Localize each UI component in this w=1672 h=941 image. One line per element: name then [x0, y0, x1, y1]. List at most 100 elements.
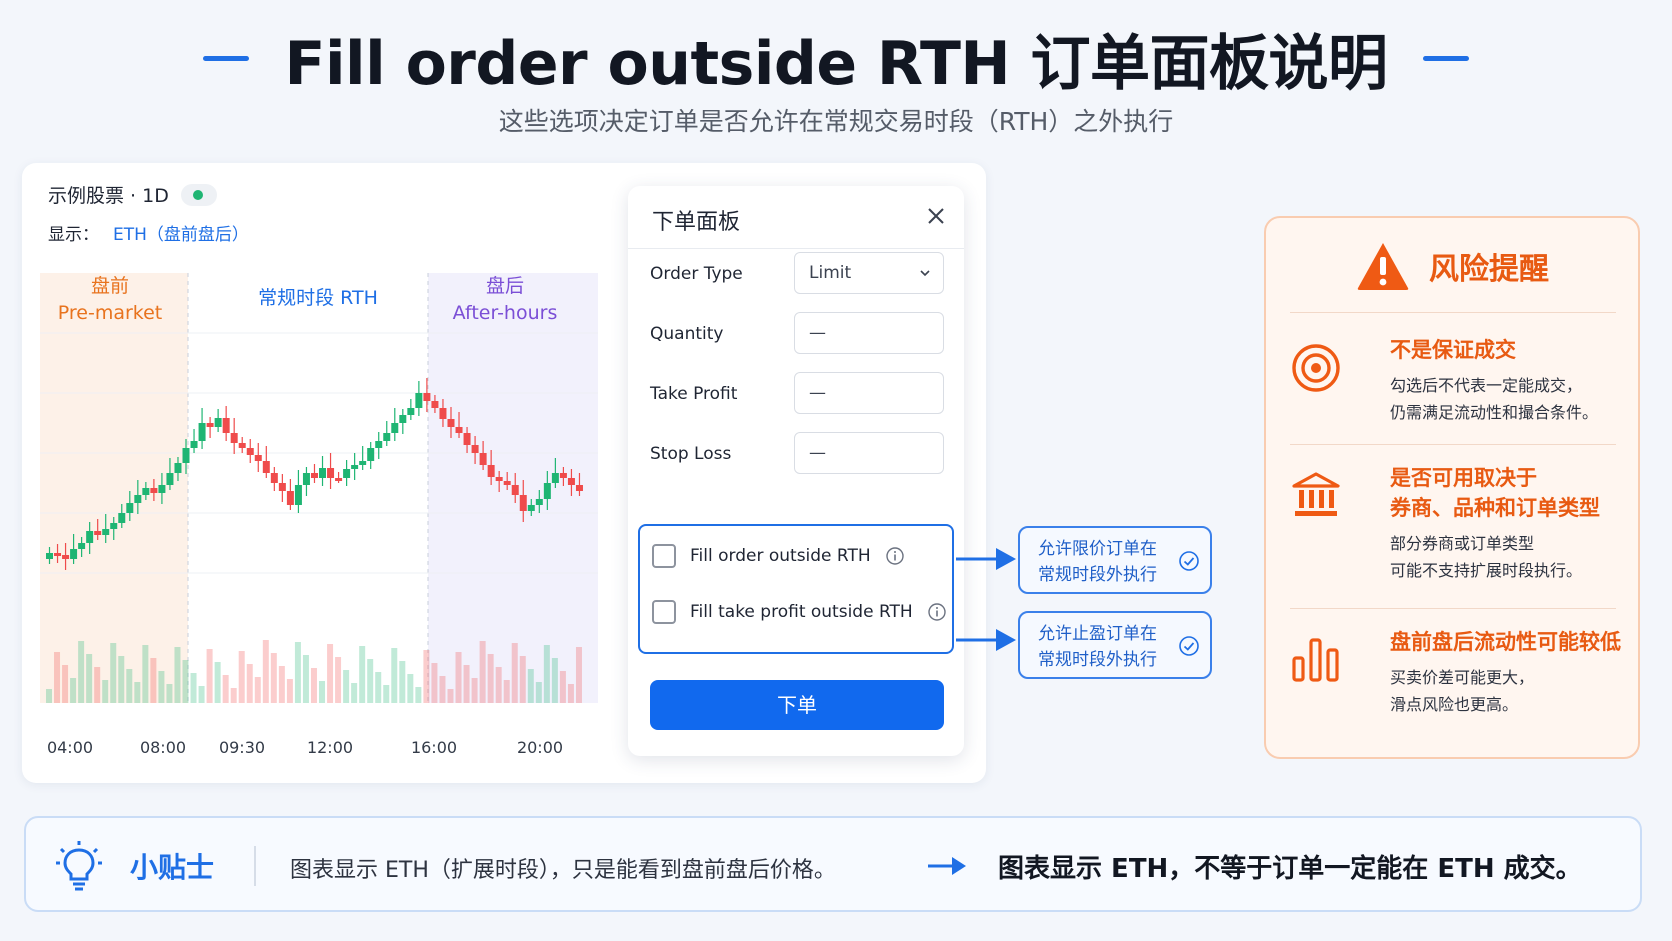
chart-display-row: 显示： ETH（盘前盘后）: [48, 220, 249, 245]
order-panel-title: 下单面板: [652, 210, 741, 235]
info-icon[interactable]: [927, 602, 947, 622]
candle-body: [559, 473, 567, 478]
title-dash-right: [1423, 55, 1470, 61]
tip-bar: 小贴士 图表显示 ETH（扩展时段），只是能看到盘前盘后价格。 图表显示 ETH…: [24, 816, 1642, 912]
chart-display-value[interactable]: ETH（盘前盘后）: [113, 225, 249, 245]
volume-bar: [118, 656, 125, 703]
candle-body: [423, 393, 431, 401]
info-icon[interactable]: [885, 546, 905, 566]
candle-body: [174, 463, 182, 473]
risk-item-desc-line: 可能不支持扩展时段执行。: [1390, 561, 1583, 580]
lightbulb-icon: [56, 841, 102, 891]
candle-body: [150, 488, 158, 493]
candlestick-chart[interactable]: [40, 273, 598, 733]
volume-bar: [351, 683, 358, 703]
bar-chart-icon: [1292, 638, 1339, 682]
volume-bar: [54, 652, 61, 703]
risk-item-desc-line: 部分券商或订单类型: [1390, 534, 1535, 553]
volume-bar: [535, 682, 542, 703]
take-profit-value: —: [809, 383, 826, 403]
session-afterhours-label: 盘后 After-hours: [440, 273, 570, 327]
candle-body: [575, 485, 583, 491]
candle-body: [487, 465, 495, 477]
candle-body: [246, 448, 254, 455]
check-circle-icon: [1179, 636, 1199, 656]
candle-body: [335, 478, 343, 481]
candle-body: [391, 423, 399, 433]
candle-body: [471, 445, 479, 453]
take-profit-input[interactable]: —: [794, 372, 944, 414]
volume-bar: [46, 689, 52, 703]
x-tick-0400: 04:00: [46, 738, 94, 757]
candle-body: [551, 473, 559, 483]
stop-loss-input[interactable]: —: [794, 432, 944, 474]
candle-body: [463, 433, 471, 445]
candle-body: [407, 408, 415, 415]
risk-item-desc-line: 滑点风险也更高。: [1390, 695, 1519, 714]
close-icon[interactable]: [922, 202, 950, 230]
callout-fill-order: 允许限价订单在 常规时段外执行: [1018, 526, 1212, 594]
volume-bar: [511, 643, 518, 703]
quantity-label: Quantity: [650, 324, 724, 344]
candle-body: [455, 427, 463, 433]
volume-bar: [166, 684, 173, 703]
fill-take-profit-outside-rth-checkbox[interactable]: [652, 600, 676, 624]
bank-icon: [1292, 472, 1340, 516]
volume-bar: [262, 640, 269, 703]
submit-order-button[interactable]: 下单: [650, 680, 944, 730]
volume-bar: [471, 678, 478, 703]
volume-bar: [182, 660, 189, 703]
x-tick-2000: 20:00: [516, 738, 564, 757]
volume-bar: [447, 689, 454, 703]
volume-bar: [302, 655, 309, 703]
candle-body: [519, 495, 527, 511]
live-status-pill: [180, 183, 217, 206]
candle-body: [503, 481, 511, 485]
candle-body: [286, 491, 294, 505]
risk-item-no-guarantee: 不是保证成交 勾选后不代表一定能成交， 仍需满足流动性和撮合条件。: [1290, 334, 1630, 426]
fill-take-profit-outside-rth-option[interactable]: Fill take profit outside RTH: [652, 600, 947, 624]
risk-header: 风险提醒: [1266, 240, 1638, 292]
volume-bar: [110, 643, 117, 703]
candle-body: [359, 461, 367, 465]
candle-body: [262, 461, 270, 473]
candle-body: [158, 485, 166, 493]
candle-body: [102, 529, 110, 535]
volume-bar: [230, 688, 237, 703]
risk-item-desc-line: 仍需满足流动性和撮合条件。: [1390, 403, 1599, 422]
risk-item-desc-line: 买卖价差可能更大，: [1390, 668, 1535, 687]
quantity-input[interactable]: —: [794, 312, 944, 354]
risk-item-desc: 部分券商或订单类型 可能不支持扩展时段执行。: [1390, 530, 1630, 584]
volume-bar: [455, 652, 462, 703]
risk-divider: [1290, 312, 1616, 313]
risk-item-desc: 买卖价差可能更大， 滑点风险也更高。: [1390, 664, 1630, 718]
fill-order-outside-rth-label: Fill order outside RTH: [690, 546, 871, 566]
candle-body: [447, 419, 455, 427]
fill-order-outside-rth-checkbox[interactable]: [652, 544, 676, 568]
callout-fill-order-line2: 常规时段外执行: [1038, 565, 1157, 585]
candle-body: [415, 393, 423, 408]
candle-body: [431, 401, 439, 408]
title-dash-left: [202, 55, 249, 61]
arrow-right-icon: [956, 629, 1016, 651]
candle-body: [62, 555, 70, 559]
candle-body: [166, 473, 174, 485]
fill-order-outside-rth-option[interactable]: Fill order outside RTH: [652, 544, 905, 568]
candle-body: [134, 495, 142, 503]
candle-body: [222, 418, 230, 433]
volume-bar: [495, 667, 502, 703]
order-type-select[interactable]: Limit: [794, 252, 944, 294]
volume-bar: [62, 665, 69, 703]
volume-bar: [519, 656, 526, 703]
stop-loss-value: —: [809, 443, 826, 463]
take-profit-label: Take Profit: [650, 384, 738, 404]
candle-body: [270, 473, 278, 483]
panel-divider: [628, 248, 964, 249]
volume-bar: [335, 657, 342, 703]
risk-item-desc-line: 勾选后不代表一定能成交，: [1390, 376, 1583, 395]
arrow-right-icon: [928, 857, 966, 875]
candle-body: [54, 553, 62, 556]
volume-bar: [214, 662, 221, 703]
tip-emphasis: 图表显示 ETH，不等于订单一定能在 ETH 成交。: [998, 854, 1582, 884]
x-tick-1600: 16:00: [410, 738, 458, 757]
